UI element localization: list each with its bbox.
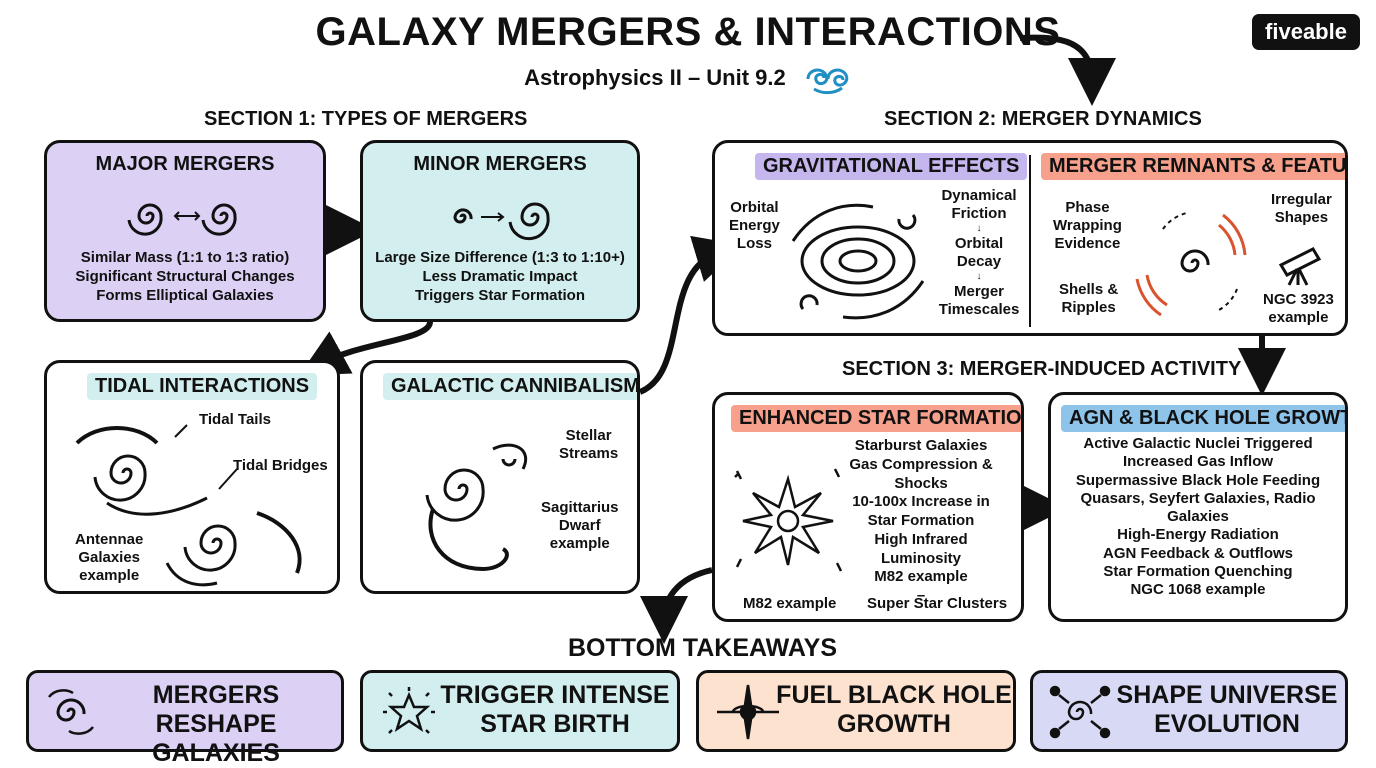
minor-mergers-text: Large Size Difference (1:3 to 1:10+) Les…: [375, 249, 625, 304]
minor-mergers-title: MINOR MERGERS: [413, 153, 587, 175]
star-burst-icon: [383, 687, 435, 734]
enhanced-star-formation-title: ENHANCED STAR FORMATION: [731, 405, 1021, 432]
agn-black-hole-card: AGN & BLACK HOLE GROWTH Active Galactic …: [1048, 392, 1348, 622]
dynamics-divider: [1029, 155, 1031, 327]
merger-dynamics-card: GRAVITATIONAL EFFECTS Orbital Energy Los…: [712, 140, 1348, 336]
takeaway-reshape-text: MERGERS RESHAPE GALAXIES: [152, 681, 280, 767]
section3-heading: SECTION 3: MERGER-INDUCED ACTIVITY: [842, 358, 1242, 380]
small-large-galaxy-icon: [453, 202, 550, 241]
takeaway-star-birth-text: TRIGGER INTENSE STAR BIRTH: [440, 681, 670, 738]
super-star-clusters-label: Super Star Clusters: [867, 595, 1008, 612]
arrow-cannibal-to-dynamics: [638, 235, 743, 395]
ngc3923-example-label: NGC 3923 example: [1263, 291, 1334, 326]
section1-heading: SECTION 1: TYPES OF MERGERS: [204, 108, 528, 130]
antennae-example-label: Antennae Galaxies example: [75, 531, 144, 584]
tidal-galaxies-icon: [75, 424, 302, 587]
black-hole-jet-icon: [717, 684, 779, 740]
star-formation-text: Starburst Galaxies Gas Compression & Sho…: [849, 437, 993, 604]
fiveable-logo: fiveable: [1252, 14, 1360, 50]
starburst-icon: [734, 468, 843, 572]
subtitle-text: Astrophysics II – Unit 9.2: [524, 64, 786, 90]
takeaway-black-hole: FUEL BLACK HOLE GROWTH: [696, 670, 1016, 752]
galactic-cannibalism-title: GALACTIC CANNIBALISM: [383, 373, 637, 400]
galactic-cannibalism-card: GALACTIC CANNIBALISM Stellar Streams Sag…: [360, 360, 640, 594]
arrow-star-to-takeaways: [640, 567, 713, 644]
galaxy-arrows-icon: [48, 689, 94, 735]
irregular-shapes-label: Irregular Shapes: [1271, 191, 1332, 226]
agn-black-hole-title: AGN & BLACK HOLE GROWTH: [1061, 405, 1345, 432]
cannibal-galaxy-icon: [425, 443, 528, 572]
tidal-bridges-label: Tidal Bridges: [233, 457, 328, 474]
dynamics-steps: Dynamical Friction ↓ Orbital Decay ↓ Mer…: [938, 187, 1020, 318]
shell-galaxy-icon: [1135, 212, 1247, 317]
takeaway-universe: SHAPE UNIVERSE EVOLUTION: [1030, 670, 1348, 752]
phase-wrapping-label: Phase Wrapping Evidence: [1053, 199, 1122, 252]
sagittarius-example-label: Sagittarius Dwarf example: [541, 499, 619, 552]
takeaway-black-hole-text: FUEL BLACK HOLE GROWTH: [776, 681, 1012, 738]
tidal-interactions-title: TIDAL INTERACTIONS: [87, 373, 318, 400]
takeaway-universe-text: SHAPE UNIVERSE EVOLUTION: [1116, 681, 1338, 738]
page-title: GALAXY MERGERS & INTERACTIONS: [315, 10, 1061, 54]
stellar-streams-label: Stellar Streams: [559, 427, 619, 462]
galaxy-logo-icon: [806, 68, 849, 95]
enhanced-star-formation-card: ENHANCED STAR FORMATION Starburst Galaxi…: [712, 392, 1024, 622]
takeaway-reshape: MERGERS RESHAPE GALAXIES: [26, 670, 344, 767]
merger-remnants-title: MERGER REMNANTS & FEATURES: [1041, 153, 1345, 180]
orbital-energy-loss-label: Orbital Energy Loss: [729, 199, 780, 252]
major-mergers-text: Similar Mass (1:1 to 1:3 ratio) Signific…: [75, 249, 295, 304]
cosmic-web-icon: [1049, 685, 1111, 739]
arrow-minor-to-tidal: [298, 321, 433, 376]
major-mergers-card: MAJOR MERGERS Similar Mass (1:1 to 1:3 r…: [44, 140, 326, 322]
page-subtitle: Astrophysics II – Unit 9.2: [0, 62, 1376, 96]
minor-mergers-card: MINOR MERGERS Large Size Difference (1:3…: [360, 140, 640, 322]
tidal-tails-label: Tidal Tails: [199, 411, 271, 428]
major-mergers-title: MAJOR MERGERS: [95, 153, 275, 175]
galaxy-pair-icon: [127, 203, 237, 236]
gravitational-effects-title: GRAVITATIONAL EFFECTS: [755, 153, 1028, 180]
takeaways-heading: BOTTOM TAKEAWAYS: [568, 634, 838, 662]
tidal-interactions-card: TIDAL INTERACTIONS Tidal Tails Tidal Bri…: [44, 360, 340, 594]
agn-text: Active Galactic Nuclei Triggered Increas…: [1075, 435, 1321, 599]
section2-heading: SECTION 2: MERGER DYNAMICS: [884, 108, 1202, 130]
m82-example-label: M82 example: [743, 595, 837, 612]
takeaway-star-birth: TRIGGER INTENSE STAR BIRTH: [360, 670, 680, 752]
arrow-title-to-section2: [1019, 34, 1116, 106]
orbit-spiral-icon: [791, 203, 925, 320]
shells-ripples-label: Shells & Ripples: [1059, 281, 1119, 316]
telescope-icon: [1278, 247, 1322, 286]
